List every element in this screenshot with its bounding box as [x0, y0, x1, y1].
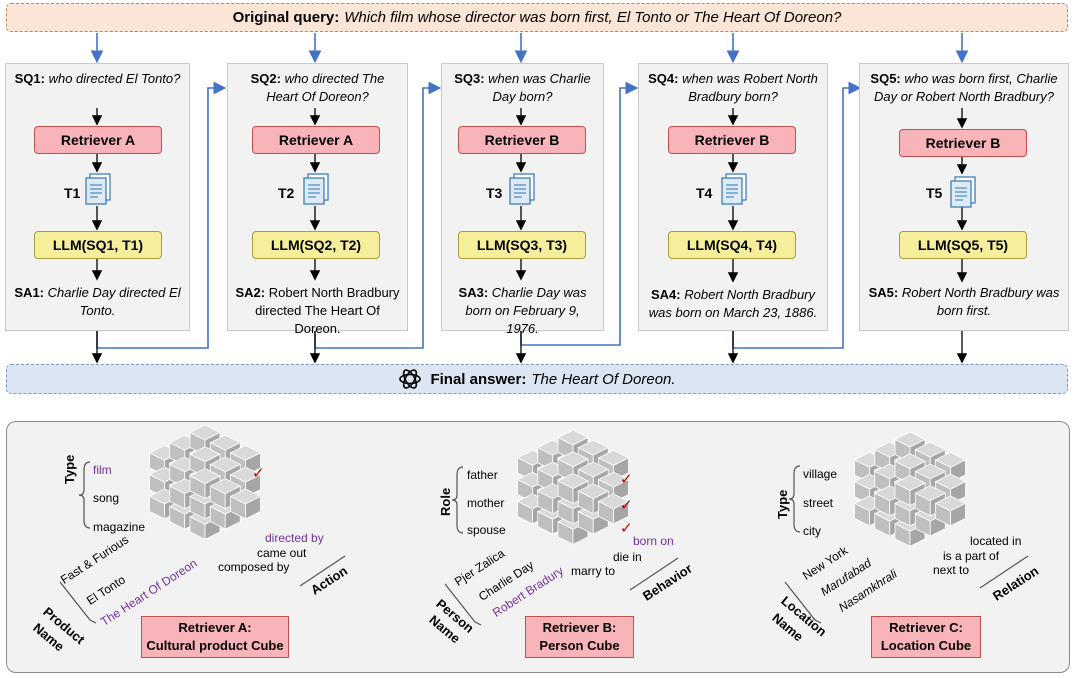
- sub-question: SQ3: when was Charlie Day born?: [454, 71, 591, 104]
- text-label: T2: [278, 185, 295, 201]
- type-item: city: [803, 524, 821, 538]
- final-answer-label: Final answer:: [430, 370, 527, 388]
- action-item: came out: [257, 546, 307, 560]
- checkmark-icon: ✓: [620, 470, 633, 488]
- role-item: mother: [467, 496, 505, 510]
- behavior-item: born on: [633, 534, 674, 548]
- text-label: T4: [696, 185, 713, 201]
- document-icon: [85, 173, 111, 205]
- final-answer-bar: Final answer: The Heart Of Doreon.: [6, 364, 1068, 394]
- original-query-bar: Original query: Which film whose directo…: [6, 3, 1068, 32]
- document-icon: [950, 176, 976, 208]
- behavior-brace: [629, 557, 679, 591]
- cube-caption-b: Retriever B:Person Cube: [525, 616, 634, 658]
- action-item: directed by: [265, 531, 324, 545]
- cube-cell: [597, 493, 630, 525]
- sub-answer: SA3: Charlie Day was born on February 9,…: [458, 285, 587, 336]
- sub-answer: SA1: Charlie Day directed El Tonto.: [14, 285, 181, 318]
- type-brace: [788, 465, 801, 533]
- behavior-item: die in: [613, 550, 642, 564]
- sub-question: SQ4: when was Robert North Bradbury born…: [648, 71, 818, 104]
- type-brace: [78, 461, 91, 529]
- action-brace: [299, 555, 346, 587]
- document-icon: [721, 173, 747, 205]
- cube-cell: [229, 488, 262, 520]
- relation-item: is a part of: [943, 549, 1000, 563]
- sub-question: SQ1: who directed El Tonto?: [14, 71, 181, 86]
- sub-answer: SA2: Robert North Bradbury directed The …: [235, 285, 400, 336]
- name-brace: [59, 581, 97, 624]
- sub-question: SQ2: who directed The Heart Of Doreon?: [250, 71, 385, 104]
- llm-box: LLM(SQ3, T3): [458, 231, 586, 259]
- llm-box: LLM(SQ1, T1): [34, 231, 162, 259]
- text-label: T5: [926, 185, 943, 201]
- llm-box: LLM(SQ5, T5): [899, 231, 1027, 259]
- role-item: spouse: [467, 523, 506, 537]
- type-item: song: [93, 491, 120, 505]
- name-brace: [444, 583, 482, 626]
- relation-item: located in: [970, 534, 1022, 548]
- sub-answer: SA4: Robert North Bradbury was born on M…: [648, 287, 818, 320]
- openai-logo-icon: [399, 369, 422, 389]
- step-panel-5: SQ5: who was born first, Charlie Day or …: [859, 63, 1069, 331]
- query-text: Which film whose director was born first…: [344, 9, 842, 26]
- action-item: composed by: [218, 560, 290, 574]
- type-item: village: [803, 467, 838, 481]
- cube-caption-c: Retriever C:Location Cube: [871, 616, 981, 658]
- cube-cell: [894, 475, 926, 507]
- query-label: Original query:: [232, 9, 340, 26]
- retriever-box: Retriever B: [668, 126, 796, 154]
- cube-caption-a: Retriever A:Cultural product Cube: [141, 616, 289, 658]
- role-item: father: [467, 468, 498, 482]
- name-brace: [784, 581, 822, 624]
- checkmark-icon: ✓: [252, 464, 265, 482]
- text-label: T1: [64, 185, 81, 201]
- relation-item: next to: [933, 563, 970, 577]
- retriever-box: Retriever B: [899, 129, 1027, 157]
- llm-box: LLM(SQ2, T2): [252, 231, 380, 259]
- llm-box: LLM(SQ4, T4): [668, 231, 796, 259]
- checkmark-icon: ✓: [620, 496, 633, 514]
- relation-brace: [979, 555, 1029, 589]
- cube-cell: [934, 495, 967, 527]
- behavior-item: marry to: [571, 564, 616, 578]
- type-item: film: [93, 463, 112, 477]
- final-answer-text: The Heart Of Doreon.: [531, 370, 676, 388]
- document-icon: [303, 173, 329, 205]
- role-brace: [451, 466, 464, 534]
- retriever-box: Retriever A: [252, 126, 380, 154]
- type-item: street: [803, 496, 834, 510]
- document-icon: [509, 173, 535, 205]
- text-label: T3: [486, 185, 503, 201]
- sub-question: SQ5: who was born first, Charlie Day or …: [870, 71, 1058, 104]
- sub-answer: SA5: Robert North Bradbury was born firs…: [868, 285, 1060, 318]
- retriever-box: Retriever B: [458, 126, 586, 154]
- retriever-box: Retriever A: [34, 126, 162, 154]
- type-item: magazine: [93, 520, 146, 534]
- checkmark-icon: ✓: [620, 519, 633, 537]
